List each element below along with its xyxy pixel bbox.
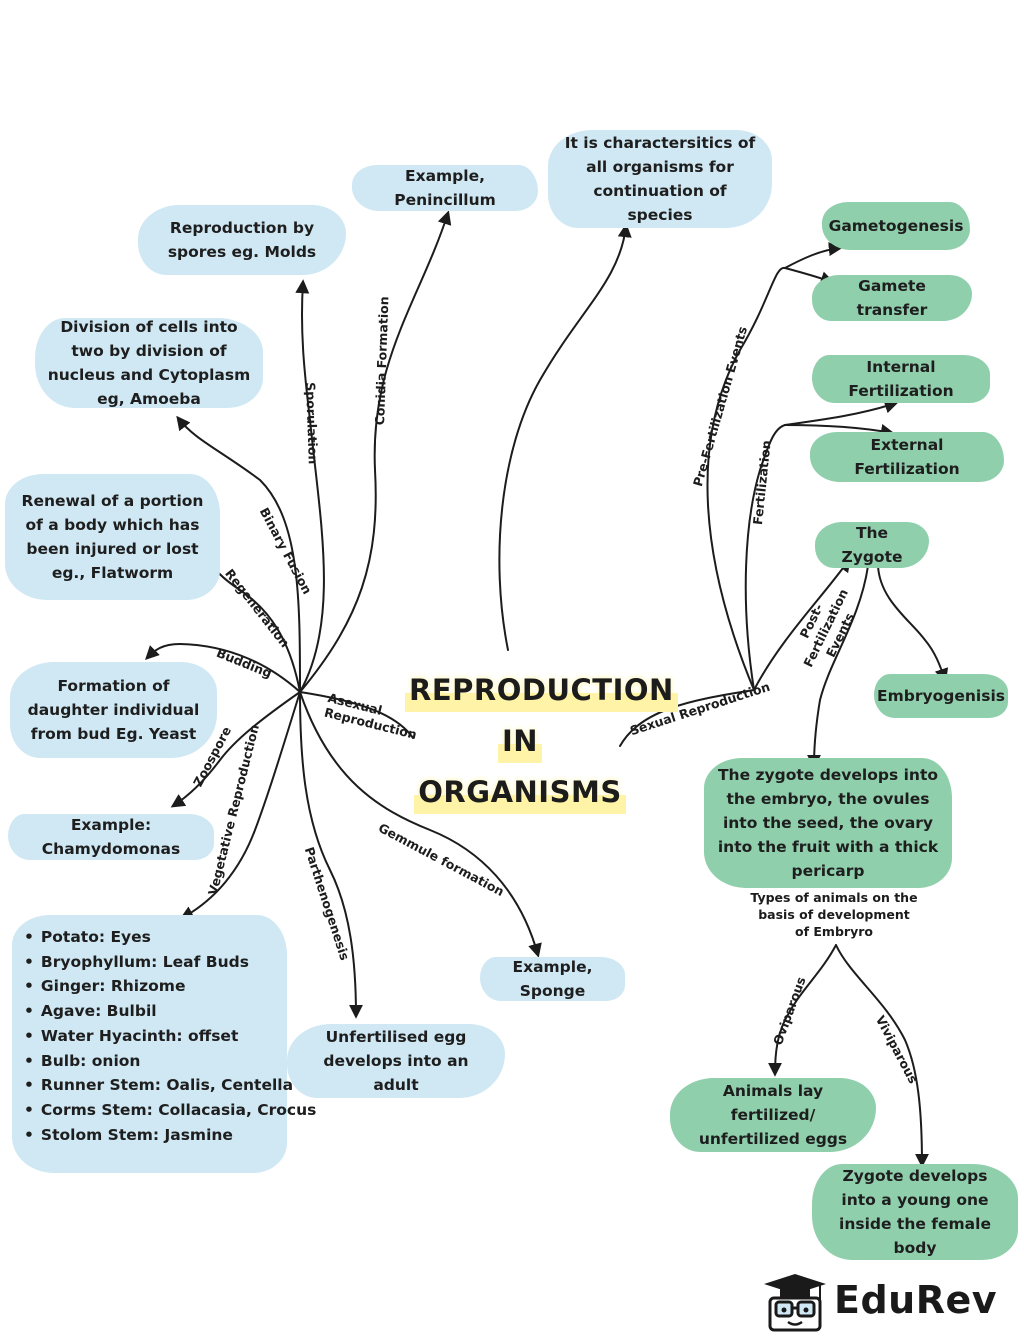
vegetative-item: Agave: Bulbil bbox=[24, 999, 275, 1024]
edurev-logo: EduRev bbox=[760, 1270, 1020, 1332]
to-zygote-develops bbox=[807, 565, 869, 769]
post-fertilization-link bbox=[753, 557, 851, 691]
parthenogenesis-link bbox=[299, 691, 363, 1019]
vegetative-items: Potato: Eyes Bryophyllum: Leaf Buds Ging… bbox=[24, 925, 316, 1148]
to-external bbox=[784, 424, 895, 438]
vegetative-item: Water Hyacinth: offset bbox=[24, 1024, 275, 1049]
sporulation-link bbox=[295, 279, 325, 693]
vegetative-item: Corms Stem: Collacasia, Crocus bbox=[24, 1098, 316, 1123]
to-embryogenesis bbox=[877, 565, 949, 683]
vegetative-item: Runner Stem: Oalis, Centella bbox=[24, 1073, 293, 1098]
node-viviparous: Zygote develops into a young one inside … bbox=[812, 1164, 1018, 1260]
node-gamete-transfer: Gamete transfer bbox=[812, 275, 972, 321]
node-gametogenesis: Gametogenesis bbox=[822, 202, 970, 250]
node-parthenogenesis: Unfertilised egg develops into an adult bbox=[287, 1024, 505, 1098]
vegetative-item: Stolom Stem: Jasmine bbox=[24, 1123, 275, 1148]
to-gametogenesis bbox=[784, 242, 843, 269]
vegetative-item: Ginger: Rhizome bbox=[24, 974, 275, 999]
pre-fertilization-link bbox=[706, 266, 786, 691]
node-vegetative-list: Potato: Eyes Bryophyllum: Leaf Buds Ging… bbox=[12, 915, 316, 1173]
node-zygote: The Zygote bbox=[815, 522, 929, 568]
title-line-2: IN bbox=[497, 716, 543, 767]
vegetative-link bbox=[179, 691, 301, 920]
to-internal bbox=[784, 399, 899, 426]
main-title: REPRODUCTION IN ORGANISMS bbox=[405, 665, 678, 818]
node-external-fertilization: External Fertilization bbox=[810, 432, 1004, 482]
definition-link bbox=[498, 223, 632, 651]
conidia-link bbox=[299, 210, 452, 693]
vegetative-item: Bulb: onion bbox=[24, 1049, 275, 1074]
node-embryogenesis: Embryogenisis bbox=[874, 674, 1008, 718]
fertilization-link bbox=[744, 424, 786, 691]
gemmule-link bbox=[299, 691, 542, 958]
title-line-3: ORGANISMS bbox=[414, 767, 626, 818]
node-zoospore: Example: Chamydomonas bbox=[8, 814, 214, 860]
node-zygote-develops: The zygote develops into the embryo, the… bbox=[704, 758, 952, 888]
node-regeneration: Renewal of a portion of a body which has… bbox=[5, 474, 220, 600]
brand-name: EduRev bbox=[834, 1278, 998, 1322]
node-conidia-example: Example, Penincillum bbox=[352, 165, 538, 211]
node-gemmule: Example, Sponge bbox=[480, 957, 625, 1001]
node-oviparous: Animals lay fertilized/ unfertilized egg… bbox=[670, 1078, 876, 1152]
zoospore-link bbox=[170, 691, 301, 808]
node-binary-fusion: Division of cells into two by division o… bbox=[35, 318, 263, 408]
vegetative-item: Potato: Eyes bbox=[24, 925, 275, 950]
budding-link bbox=[145, 642, 301, 693]
binary-link bbox=[176, 415, 301, 693]
vegetative-item: Bryophyllum: Leaf Buds bbox=[24, 950, 275, 975]
node-internal-fertilization: Internal Fertilization bbox=[812, 355, 990, 403]
node-budding: Formation of daughter individual from bu… bbox=[10, 662, 217, 758]
label-sporulation: Sporulation bbox=[303, 382, 321, 465]
node-definition: It is charactersitics of all organisms f… bbox=[548, 130, 772, 228]
title-line-1: REPRODUCTION bbox=[405, 665, 678, 716]
node-sporulation: Reproduction by spores eg. Molds bbox=[138, 205, 346, 275]
to-oviparous bbox=[768, 944, 837, 1077]
asexual-trunk bbox=[299, 691, 414, 739]
types-caption: Types of animals on the basis of develop… bbox=[750, 890, 918, 939]
to-viviparous bbox=[835, 944, 929, 1168]
graduate-mascot-icon bbox=[764, 1274, 826, 1332]
